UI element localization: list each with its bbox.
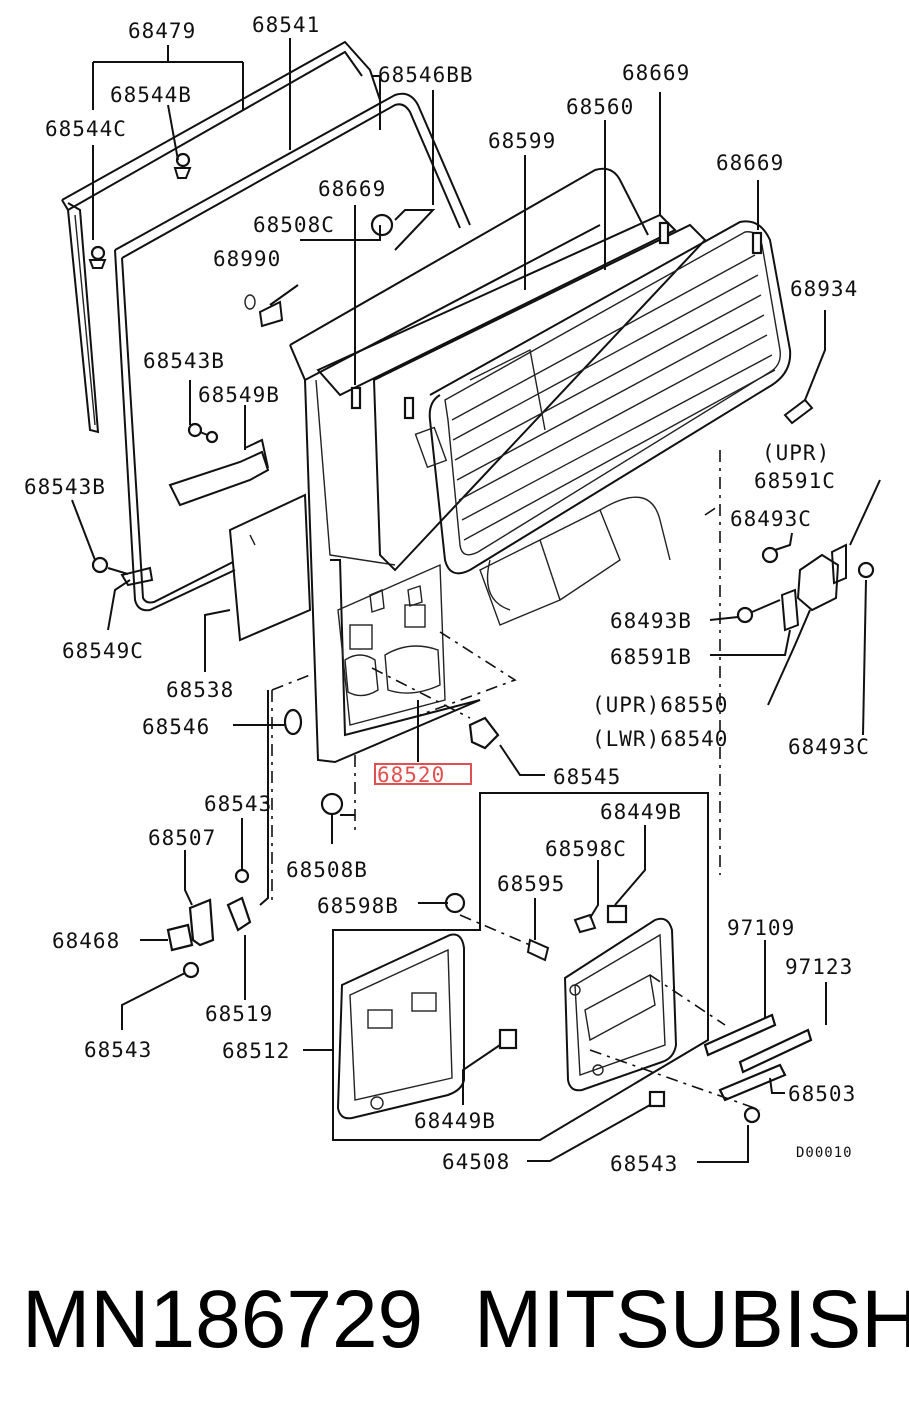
label-68549C: 68549C	[62, 639, 144, 663]
label-68598C: 68598C	[545, 837, 627, 861]
label-68493C-lower: 68493C	[788, 735, 870, 759]
label-68545: 68545	[553, 765, 621, 789]
label-97123: 97123	[785, 955, 853, 979]
drawing-code: D00010	[796, 1145, 853, 1161]
door-seal-drawing	[114, 92, 471, 612]
label-64508: 64508	[442, 1150, 510, 1174]
weatherstrip-drawing	[61, 40, 381, 434]
trim-panels-drawing	[336, 917, 813, 1124]
label-68549B: 68549B	[198, 383, 280, 407]
brand-name: MITSUBISHI	[474, 1274, 909, 1365]
part-number: MN186729	[22, 1274, 424, 1365]
label-68669-b: 68669	[716, 151, 784, 175]
label-68493B: 68493B	[610, 609, 692, 633]
label-68599: 68599	[488, 129, 556, 153]
label-68538: 68538	[166, 678, 234, 702]
highlight-box	[374, 763, 472, 785]
label-68468: 68468	[52, 929, 120, 953]
label-68512: 68512	[222, 1039, 290, 1063]
label-68449B-lower: 68449B	[414, 1109, 496, 1133]
label-68507: 68507	[148, 826, 216, 850]
centerlines-drawing	[271, 450, 761, 1111]
label-upr-68550: (UPR)68550	[592, 693, 728, 717]
label-68595: 68595	[497, 872, 565, 896]
label-68669-c: 68669	[318, 177, 386, 201]
label-68520: 68520	[377, 763, 445, 787]
label-68544C: 68544C	[45, 117, 127, 141]
label-lwr-68540: (LWR)68540	[592, 727, 728, 751]
label-68546: 68546	[142, 715, 210, 739]
label-68449B-upper: 68449B	[600, 800, 682, 824]
label-68669-a: 68669	[622, 61, 690, 85]
label-upr-a: (UPR)	[762, 441, 830, 465]
label-68541: 68541	[252, 13, 320, 37]
part-labels: 68479 68541 68544B 68546BB 68544C 68669 …	[24, 13, 870, 1176]
label-68543-c: 68543	[610, 1152, 678, 1176]
tailgate-body-drawing	[289, 167, 649, 764]
label-68503: 68503	[788, 1082, 856, 1106]
parts-diagram: 68479 68541 68544B 68546BB 68544C 68669 …	[24, 13, 881, 1176]
label-68544B: 68544B	[110, 83, 192, 107]
label-68519: 68519	[205, 1002, 273, 1026]
inner-frame-drawing	[414, 426, 671, 626]
label-68493C-upper: 68493C	[730, 507, 812, 531]
label-68543B-upper: 68543B	[143, 349, 225, 373]
label-68598B: 68598B	[317, 894, 399, 918]
label-68990: 68990	[213, 247, 281, 271]
caption: MN186729 MITSUBISHI	[0, 1270, 909, 1380]
label-68546BB: 68546BB	[378, 63, 474, 87]
label-68934: 68934	[790, 277, 858, 301]
label-68479: 68479	[128, 19, 196, 43]
damper-stay-drawing	[783, 398, 814, 425]
label-68543-a: 68543	[204, 792, 272, 816]
small-parts-drawing	[88, 152, 875, 1108]
label-68543-b: 68543	[84, 1038, 152, 1062]
label-68543B-lower: 68543B	[24, 475, 106, 499]
leader-lines	[71, 38, 881, 1163]
rear-glass-drawing	[316, 213, 792, 575]
exploded-view-drawing: 68479 68541 68544B 68546BB 68544C 68669 …	[24, 13, 881, 1176]
label-68508C: 68508C	[253, 213, 335, 237]
label-68591B: 68591B	[610, 645, 692, 669]
label-68508B: 68508B	[286, 858, 368, 882]
label-68560: 68560	[566, 95, 634, 119]
label-97109: 97109	[727, 916, 795, 940]
label-68591C: 68591C	[754, 469, 836, 493]
